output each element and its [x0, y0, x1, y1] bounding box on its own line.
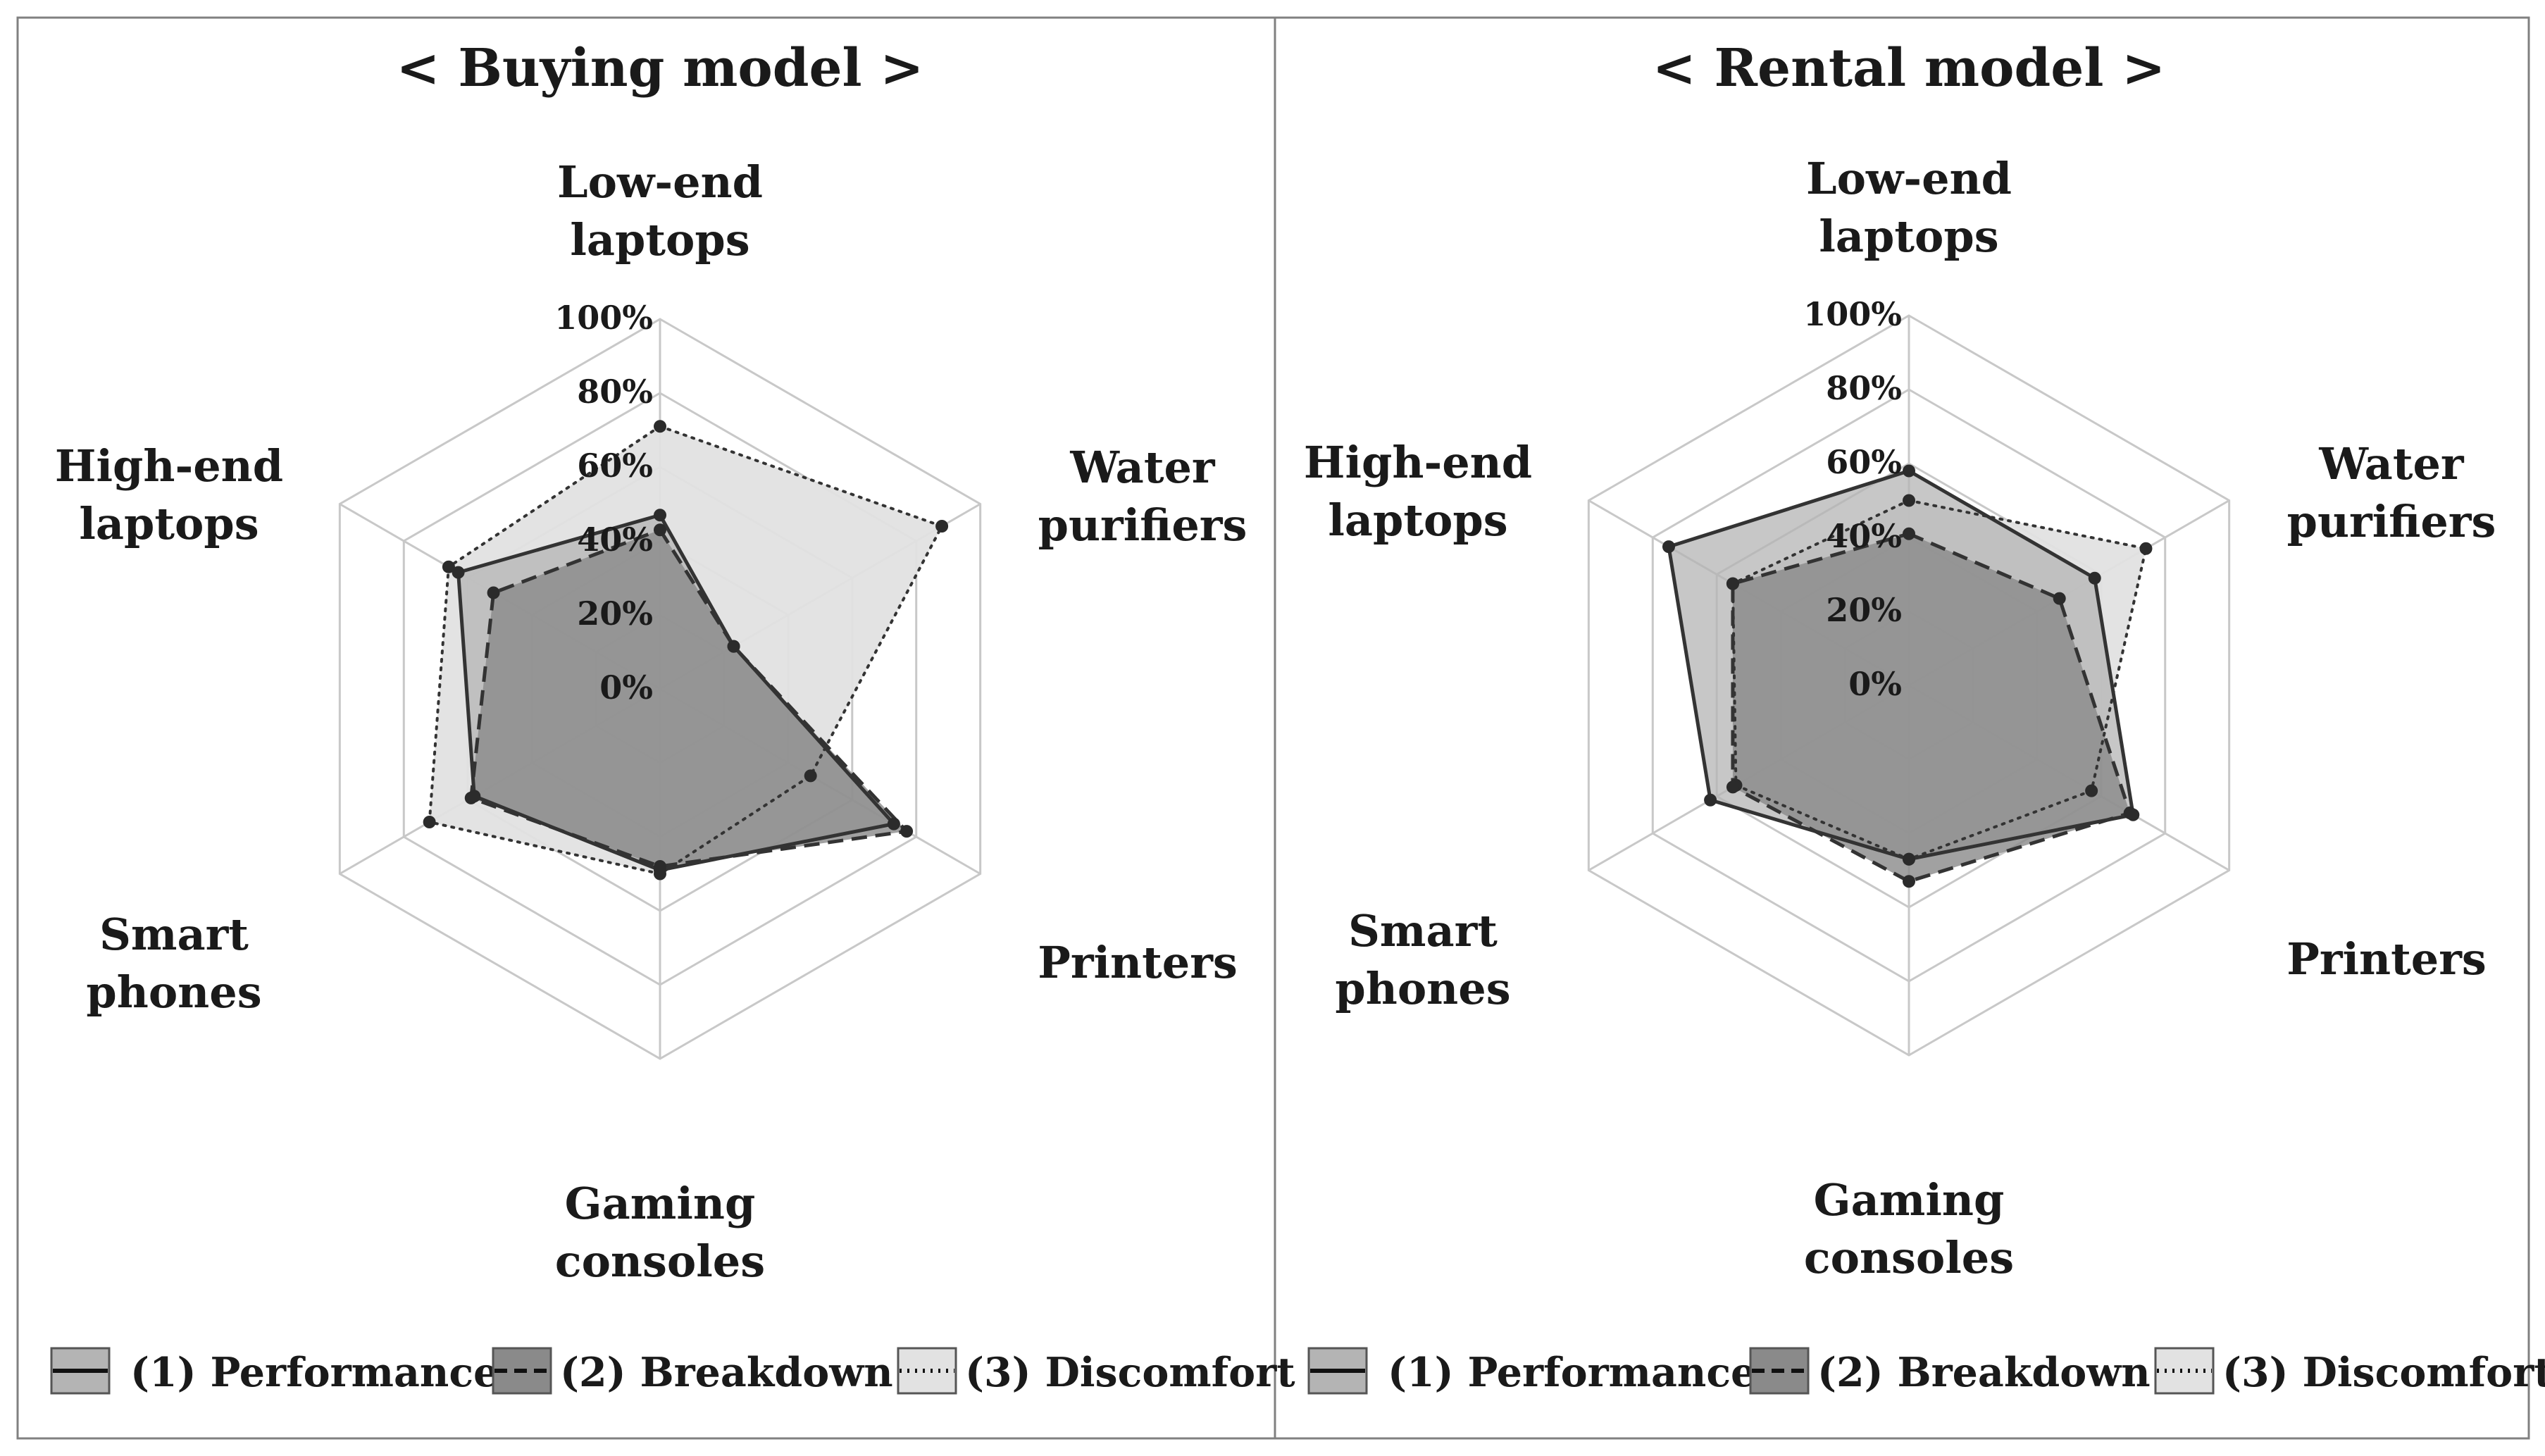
marker-discomfort-high-end-laptops	[442, 560, 455, 573]
tick-label: 80%	[1826, 369, 1902, 407]
tick-label: 40%	[577, 521, 653, 559]
legend-label: (2) Breakdown	[560, 1349, 893, 1396]
marker-performance-high-end-laptops	[452, 566, 465, 579]
marker-breakdown-low-end-laptops	[1903, 527, 1915, 540]
tick-label: 100%	[554, 299, 653, 337]
marker-performance-water-purifiers	[2088, 571, 2101, 585]
legend-label: (1) Performance	[130, 1349, 499, 1396]
marker-discomfort-printers	[804, 769, 817, 783]
marker-performance-low-end-laptops	[654, 509, 666, 522]
tick-label: 60%	[1826, 443, 1902, 481]
tick-label: 80%	[577, 373, 653, 411]
legend-label: (3) Discomfort	[2222, 1349, 2545, 1396]
marker-discomfort-low-end-laptops	[654, 420, 666, 433]
legend-item-discomfort: (3) Discomfort	[897, 1347, 1295, 1396]
marker-discomfort-water-purifiers	[2139, 542, 2153, 555]
marker-performance-gaming-consoles	[654, 864, 666, 877]
tick-label: 0%	[599, 668, 653, 707]
tick-label: 100%	[1803, 295, 1902, 333]
radar-panel-rental: < Rental model > 0% 20% 40% 60% 80% 100% Low-en…	[1304, 38, 2545, 1396]
marker-breakdown-high-end-laptops	[1726, 577, 1739, 590]
legend-item-discomfort: (3) Discomfort	[2154, 1347, 2545, 1396]
panel-title: < Rental model >	[1653, 38, 2166, 99]
category-label-printers: Printers	[1038, 937, 1238, 988]
marker-breakdown-water-purifiers	[2053, 592, 2066, 605]
series-area-breakdown	[1732, 533, 2130, 882]
marker-discomfort-printers	[2085, 784, 2098, 797]
marker-performance-low-end-laptops	[1903, 464, 1915, 478]
marker-breakdown-low-end-laptops	[654, 523, 666, 537]
figure-frame	[16, 16, 2530, 1440]
legend-label: (3) Discomfort	[965, 1349, 1295, 1396]
marker-discomfort-smart-phones	[423, 816, 436, 828]
tick-label: 0%	[1848, 665, 1902, 703]
marker-performance-high-end-laptops	[1662, 540, 1676, 554]
marker-performance-water-purifiers	[727, 640, 740, 653]
marker-performance-smart-phones	[1704, 793, 1717, 807]
marker-performance-smart-phones	[468, 790, 481, 803]
legend-item-performance: (1) Performance	[50, 1347, 499, 1396]
marker-breakdown-smart-phones	[1726, 780, 1739, 794]
legend-item-breakdown: (2) Breakdown	[1749, 1347, 2151, 1396]
legend-item-performance: (1) Performance	[1307, 1347, 1756, 1396]
marker-breakdown-high-end-laptops	[487, 586, 500, 599]
tick-label: 20%	[1826, 591, 1902, 629]
category-label-printers: Printers	[2286, 933, 2487, 985]
legend-label: (1) Performance	[1388, 1349, 1756, 1396]
marker-discomfort-low-end-laptops	[1903, 494, 1915, 507]
marker-performance-printers	[2127, 808, 2140, 821]
radar-panel-buying: < Buying model > 0% 20% 40% 60% 80% 100% Low-en…	[50, 38, 1295, 1396]
tick-label: 40%	[1826, 517, 1902, 555]
marker-performance-gaming-consoles	[1903, 852, 1915, 866]
marker-discomfort-water-purifiers	[935, 520, 949, 533]
series-area-breakdown	[471, 530, 907, 866]
marker-breakdown-gaming-consoles	[1903, 875, 1915, 888]
marker-breakdown-printers	[900, 825, 914, 838]
legend-item-breakdown: (2) Breakdown	[492, 1347, 893, 1396]
tick-label: 60%	[577, 447, 653, 485]
marker-performance-printers	[887, 817, 900, 830]
tick-label: 20%	[577, 595, 653, 633]
legend-label: (2) Breakdown	[1817, 1349, 2151, 1396]
panel-title: < Buying model >	[397, 38, 924, 99]
